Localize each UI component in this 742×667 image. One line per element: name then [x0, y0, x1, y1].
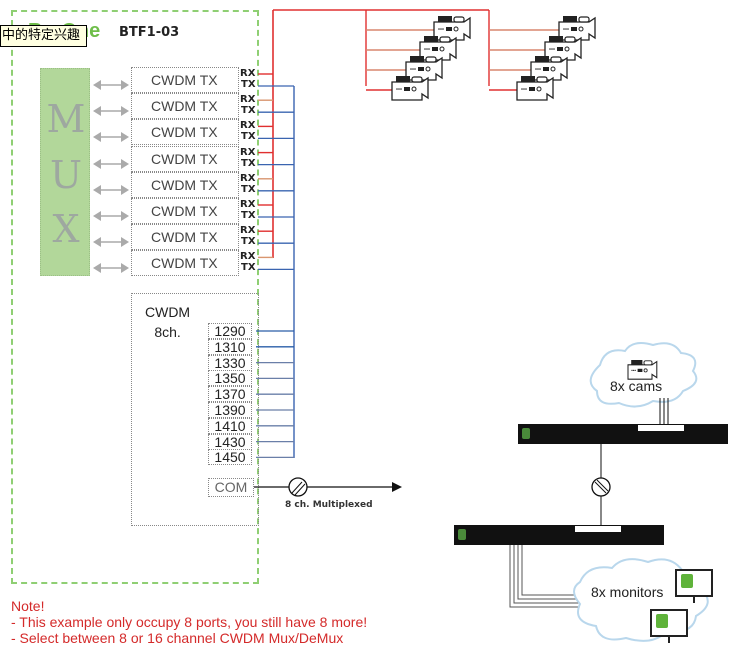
- cwdm-tx-module: CWDM TX: [131, 198, 239, 224]
- wavelength-port: 1410: [208, 417, 252, 434]
- rx-label: RX: [240, 146, 256, 158]
- bidirectional-arrow-icon: [93, 127, 129, 143]
- cwdm-tx-module: CWDM TX: [131, 224, 239, 251]
- cwdm-tx-module: CWDM TX: [131, 93, 239, 120]
- cwdm-tx-module: CWDM TX: [131, 67, 239, 93]
- bidirectional-arrow-icon: [93, 101, 129, 117]
- note-line-1: - This example only occupy 8 ports, you …: [11, 614, 368, 630]
- rx-label: RX: [240, 120, 256, 132]
- rx-stubs: [258, 73, 273, 259]
- mux-letter-u: U: [49, 153, 83, 197]
- tx-label: TX: [241, 183, 256, 195]
- note-line-2: - Select between 8 or 16 channel CWDM Mu…: [11, 630, 344, 646]
- cwdm-tx-module: CWDM TX: [131, 145, 239, 172]
- wavelength-port: 1310: [208, 338, 252, 355]
- arrow-right-icon: [392, 482, 402, 492]
- wavelength-port: 1330: [208, 354, 252, 371]
- rx-label: RX: [240, 94, 256, 106]
- tx-label: TX: [241, 210, 256, 221]
- camera-feed-lines: [366, 29, 559, 91]
- note-block: Note! - This example only occupy 8 ports…: [11, 598, 367, 646]
- com-port: COM: [208, 478, 254, 497]
- rx-label: RX: [240, 225, 256, 237]
- rx-label: RX: [240, 251, 256, 263]
- tx-label: TX: [241, 262, 256, 274]
- bidirectional-arrow-icon: [93, 154, 129, 169]
- camera-icon: [530, 55, 568, 81]
- rx-label: RX: [240, 172, 256, 184]
- wavelength-stubs: [256, 330, 294, 459]
- cams-cloud: [589, 342, 698, 408]
- switch-top: [518, 398, 728, 526]
- note-title: Note!: [11, 598, 45, 614]
- camera-icon: [433, 15, 471, 41]
- bidirectional-arrow-icon: [93, 75, 129, 90]
- bidirectional-arrow-icon: [93, 206, 129, 221]
- mux-letter-m: M: [46, 97, 86, 141]
- cwdm-tx-module: CWDM TX: [131, 171, 239, 198]
- tx-stubs: [258, 85, 294, 271]
- mux-block: M U X: [40, 68, 90, 276]
- tx-label: TX: [241, 79, 256, 90]
- cwdm-title: CWDM 8ch.: [145, 302, 190, 342]
- wavelength-port: 1290: [208, 323, 252, 339]
- cams-label: 8x cams: [610, 378, 663, 394]
- camera-icon: [558, 15, 596, 41]
- bidirectional-arrow-icon: [93, 180, 129, 195]
- cwdm-title-line2: 8ch.: [154, 324, 181, 340]
- monitors-label: 8x monitors: [591, 584, 664, 600]
- camera-icon: [544, 35, 582, 61]
- tx-label: TX: [241, 105, 256, 117]
- multiplexed-link: [254, 477, 402, 497]
- bidirectional-arrow-icon: [93, 232, 129, 248]
- cwdm-tx-module: CWDM TX: [131, 119, 239, 146]
- mux-letter-x: X: [52, 207, 80, 251]
- wavelength-port: 1430: [208, 433, 252, 450]
- rx-label: RX: [240, 199, 256, 210]
- switch-bottom: [454, 525, 664, 608]
- fiber-coupler-icon: [591, 477, 611, 497]
- bidirectional-arrow-icon: [93, 258, 129, 274]
- camera-group: [391, 15, 596, 101]
- wavelength-port: 1350: [208, 370, 252, 387]
- camera-icon: [516, 75, 554, 101]
- cwdm-tx-module: CWDM TX: [131, 250, 239, 277]
- tx-label: TX: [241, 131, 256, 143]
- tx-label: TX: [241, 157, 256, 169]
- rx-label: RX: [240, 68, 256, 79]
- monitors-cloud: [573, 558, 713, 643]
- wavelength-port: 1370: [208, 386, 252, 403]
- multiplexed-label: 8 ch. Multiplexed: [285, 500, 373, 510]
- cwdm-title-line1: CWDM: [145, 304, 191, 320]
- wavelength-port: 1390: [208, 402, 252, 418]
- wavelength-port: 1450: [208, 449, 252, 466]
- tx-label: TX: [241, 236, 256, 248]
- tooltip: 中的特定兴趣: [0, 25, 87, 47]
- device-model: BTF1-03: [119, 25, 180, 40]
